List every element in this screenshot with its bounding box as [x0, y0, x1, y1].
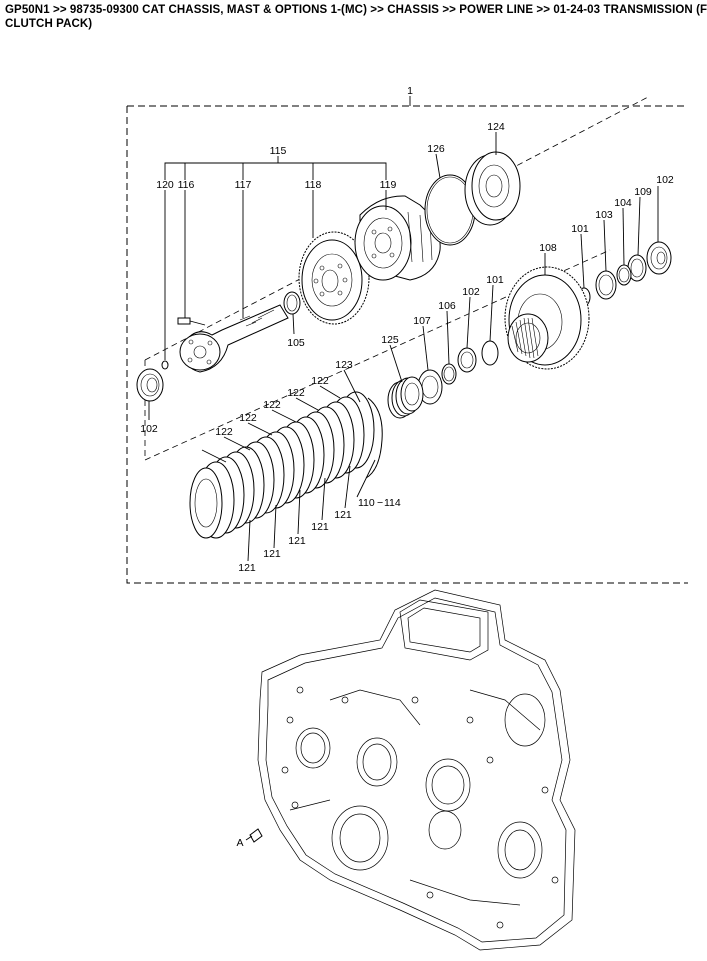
clutch-pack-plates	[189, 391, 375, 539]
callout-116: 116	[178, 179, 195, 191]
bolt-116	[177, 317, 206, 326]
callout-101-left: 101	[486, 274, 504, 286]
callout-109: 109	[634, 186, 652, 198]
spring-125	[387, 376, 424, 419]
callout-labels: 1 115 120 116 117 118 119 126 124 105 10…	[140, 85, 674, 849]
callout-106: 106	[438, 300, 456, 312]
callout-107: 107	[413, 315, 431, 327]
washer-120	[161, 360, 169, 370]
callout-121-1: 121	[334, 509, 352, 521]
callout-103: 103	[595, 209, 613, 221]
callout-122-4: 122	[239, 412, 257, 424]
callout-125: 125	[381, 334, 399, 346]
ring-109	[627, 254, 647, 282]
callout-121-3: 121	[288, 535, 306, 547]
breadcrumb-line-2: CLUTCH PACK)	[5, 18, 93, 30]
callout-115: 115	[270, 145, 287, 157]
callout-123: 123	[335, 359, 353, 371]
shaft-117	[179, 304, 289, 373]
callout-1: 1	[407, 85, 413, 97]
callout-122-2: 122	[287, 387, 305, 399]
piston-124	[464, 151, 521, 226]
callout-102-left: 102	[140, 423, 158, 435]
gear-118	[298, 231, 370, 325]
callout-124: 124	[487, 121, 505, 133]
callout-102-right: 102	[656, 174, 674, 186]
gear-108	[504, 266, 590, 370]
breadcrumb: GP50N1 >> 98735-09300 CAT CHASSIS, MAST …	[5, 3, 707, 33]
view-a-arrow	[245, 828, 263, 843]
callout-101-right: 101	[571, 223, 589, 235]
callout-110-114-separator: −	[377, 497, 383, 509]
clutch-drum-119	[354, 195, 441, 281]
callout-122-5: 122	[215, 426, 233, 438]
ring-106	[441, 363, 457, 385]
ring-104	[616, 264, 632, 286]
snap-ring-101-left	[481, 340, 499, 366]
view-a-label: A	[236, 837, 243, 849]
callout-119: 119	[380, 179, 397, 191]
callout-126: 126	[427, 143, 445, 155]
callout-117: 117	[235, 179, 252, 191]
callout-105: 105	[287, 337, 305, 349]
exploded-parts-diagram: 1 115 120 116 117 118 119 126 124 105 10…	[126, 85, 688, 951]
plate-107	[417, 369, 443, 405]
bearing-102-left	[136, 368, 164, 402]
callout-118: 118	[305, 179, 322, 191]
callout-108: 108	[539, 242, 557, 254]
callout-121-4: 121	[263, 548, 281, 560]
ring-103	[595, 270, 617, 300]
callout-121-5: 121	[238, 562, 256, 574]
callout-114: 114	[384, 497, 401, 509]
callout-102-middle: 102	[462, 286, 480, 298]
transmission-housing	[257, 589, 576, 951]
callout-122-3: 122	[263, 399, 281, 411]
callout-122-1: 122	[311, 375, 329, 387]
breadcrumb-line-1: GP50N1 >> 98735-09300 CAT CHASSIS, MAST …	[5, 4, 707, 16]
leader-lines	[148, 96, 659, 562]
bearing-102-right	[646, 241, 672, 275]
o-ring-126	[424, 174, 476, 246]
callout-120: 120	[156, 179, 174, 191]
callout-121-2: 121	[311, 521, 329, 533]
bearing-102-middle	[457, 347, 477, 373]
callout-110: 110	[358, 497, 375, 509]
callout-104: 104	[614, 197, 632, 209]
snap-ring-105	[283, 291, 301, 315]
